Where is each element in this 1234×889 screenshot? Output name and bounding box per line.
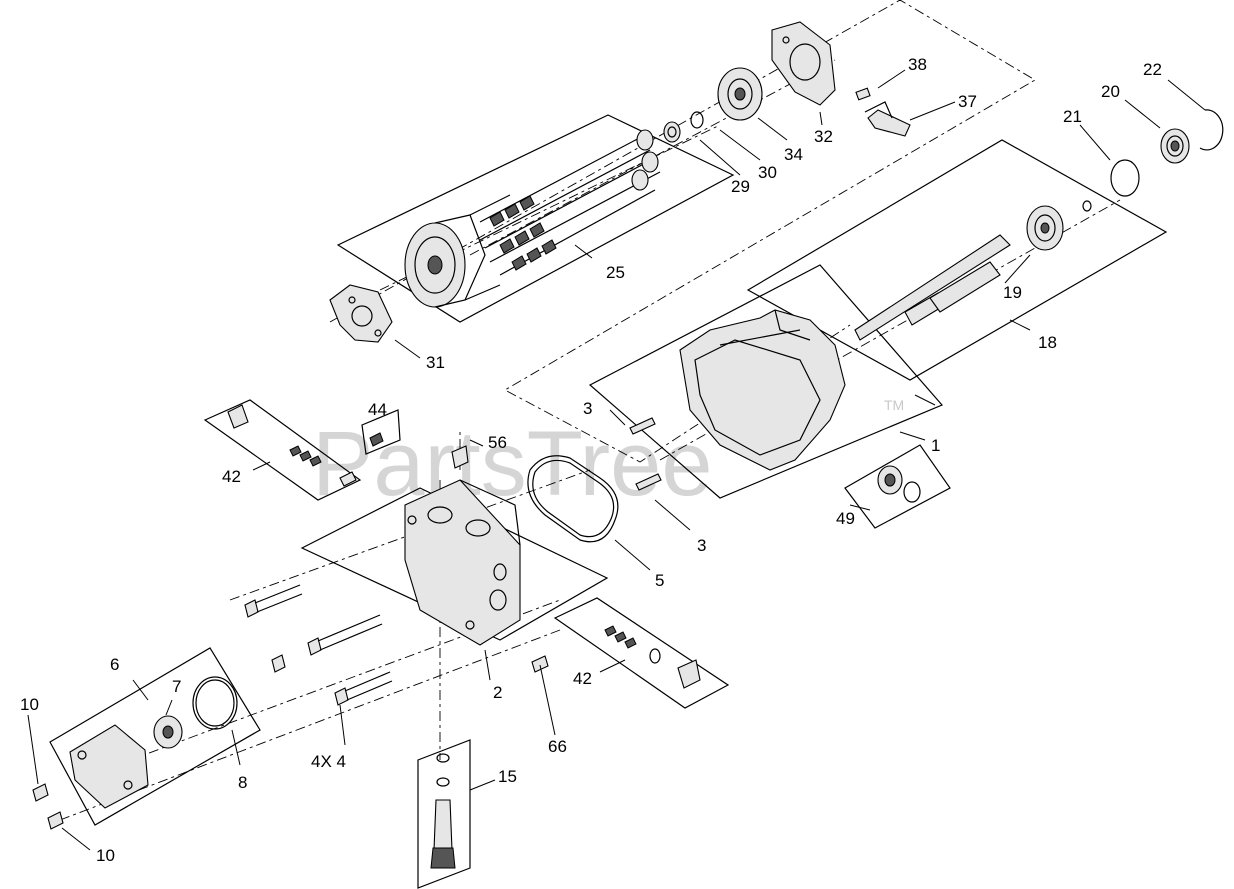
part-42-valve-lower xyxy=(604,625,701,689)
callout-8: 8 xyxy=(238,773,247,792)
callout-30: 30 xyxy=(758,163,777,182)
group-box-42-lower xyxy=(553,597,730,709)
callout-38: 38 xyxy=(908,55,927,74)
part-38-key xyxy=(855,87,871,101)
part-25-pistons xyxy=(479,129,661,276)
callout-25: 25 xyxy=(606,263,625,282)
callout-49: 49 xyxy=(836,509,855,528)
part-32-cover xyxy=(771,21,836,106)
watermark-text: PartsTree xyxy=(312,413,712,515)
part-31-plate xyxy=(329,284,393,343)
part-49-seal xyxy=(877,465,921,503)
part-37-shaft xyxy=(864,101,911,137)
part-5-gasket xyxy=(527,455,619,543)
part-10-screws xyxy=(32,783,64,830)
callout-1: 1 xyxy=(931,436,940,455)
part-15-valve xyxy=(430,753,456,869)
callout-10-lower: 10 xyxy=(96,846,115,865)
part-19-bearing xyxy=(1026,200,1092,251)
part-22-snap-ring xyxy=(1199,109,1224,151)
callout-6: 6 xyxy=(110,655,119,674)
group-box-49 xyxy=(844,444,951,529)
bolts xyxy=(244,584,549,706)
callout-37: 37 xyxy=(958,92,977,111)
group-box-1 xyxy=(588,264,943,499)
part-2-center-section xyxy=(404,479,521,646)
callout-5: 5 xyxy=(655,571,664,590)
part-18-shaft xyxy=(854,234,1011,341)
part-44-check xyxy=(369,432,384,447)
group-box-44 xyxy=(361,409,401,455)
part-8-oring xyxy=(192,676,238,730)
callout-66: 66 xyxy=(548,737,567,756)
group-box-25 xyxy=(336,114,735,323)
group-box-18 xyxy=(746,139,1168,381)
part-1-housing xyxy=(679,309,846,471)
callout-15: 15 xyxy=(498,767,517,786)
callout-29: 29 xyxy=(731,177,750,196)
callout-20: 20 xyxy=(1101,82,1120,101)
part-20-bearing xyxy=(1160,128,1190,164)
part-7-rotor xyxy=(153,715,183,749)
callout-32: 32 xyxy=(814,127,833,146)
callout-42-lower: 42 xyxy=(573,669,592,688)
callout-34: 34 xyxy=(784,145,803,164)
callout-10-upper: 10 xyxy=(20,695,39,714)
part-42-valve-upper xyxy=(227,404,357,487)
callout-22: 22 xyxy=(1143,60,1162,79)
callout-4x4: 4X 4 xyxy=(311,752,346,771)
part-30-washer xyxy=(690,111,704,129)
callout-3-lower: 3 xyxy=(697,536,706,555)
part-6-cover xyxy=(69,724,149,809)
part-34-seal xyxy=(717,67,763,121)
group-box-42-upper xyxy=(203,399,362,501)
callout-31: 31 xyxy=(426,353,445,372)
callout-7: 7 xyxy=(172,677,181,696)
callout-44: 44 xyxy=(368,400,387,419)
part-3-pins xyxy=(629,417,662,491)
callout-3-upper: 3 xyxy=(583,399,592,418)
callout-19: 19 xyxy=(1003,283,1022,302)
callout-42-upper: 42 xyxy=(222,467,241,486)
group-box-15 xyxy=(417,739,471,889)
callout-18: 18 xyxy=(1038,333,1057,352)
leader-lines xyxy=(27,69,1206,851)
part-21-ring xyxy=(1110,159,1140,197)
part-25-cylinder-block xyxy=(404,194,511,308)
part-29-bushing xyxy=(663,121,681,143)
callout-21: 21 xyxy=(1063,107,1082,126)
callout-56: 56 xyxy=(488,433,507,452)
callout-2: 2 xyxy=(493,683,502,702)
part-56-plug xyxy=(451,445,469,469)
watermark-trademark: TM xyxy=(884,397,904,413)
group-box-6 xyxy=(49,647,261,826)
callout-labels: 1 2 3 3 5 6 7 8 10 10 15 18 19 20 21 22 … xyxy=(20,55,1162,865)
